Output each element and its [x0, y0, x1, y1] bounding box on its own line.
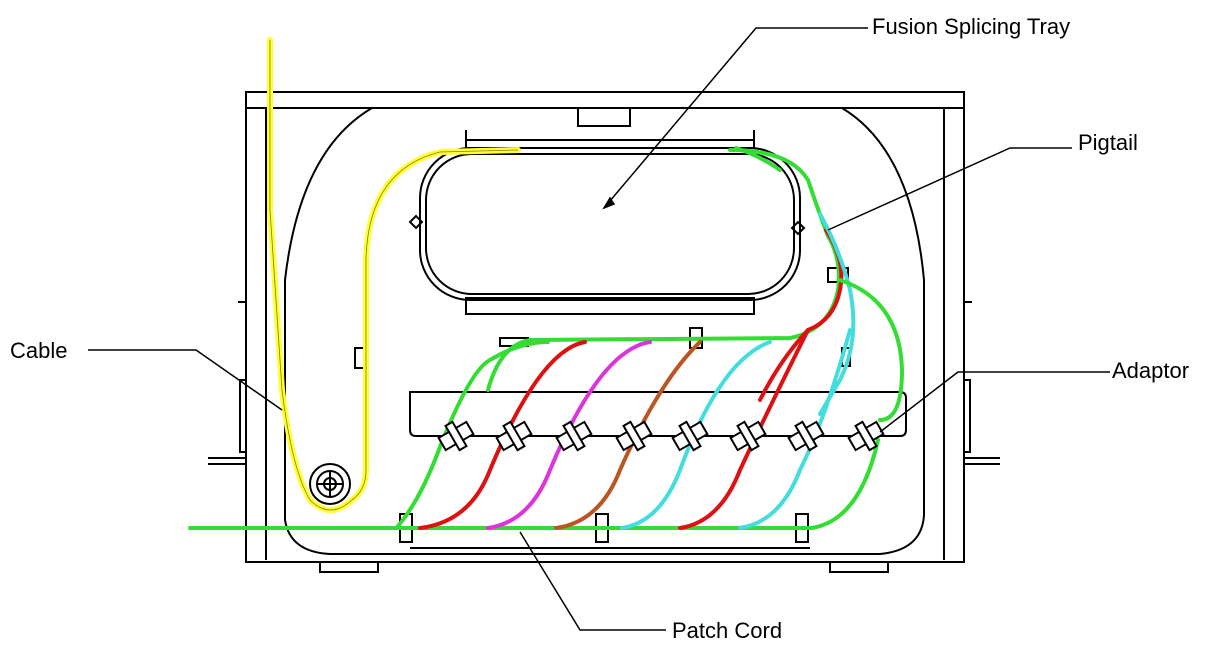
adaptor-4: [615, 420, 653, 452]
fusion-splicing-tray: [408, 130, 806, 347]
patch-cord-2: [418, 340, 587, 530]
label-fusion-splicing-tray: Fusion Splicing Tray: [872, 14, 1070, 39]
adaptor-1: [437, 420, 475, 452]
label-adaptor: Adaptor: [1112, 358, 1189, 383]
leader-adaptor: [879, 371, 1110, 433]
leader-pigtail: [827, 147, 1072, 231]
pigtails: [486, 146, 905, 422]
patch-cord-6: [678, 328, 810, 530]
adaptors: [437, 420, 885, 452]
label-patch-cord: Patch Cord: [672, 618, 782, 643]
leader-lines: [88, 27, 1110, 631]
adaptor-plate: [409, 391, 907, 437]
adaptor-6: [729, 420, 767, 452]
leader-fusion-tray: [603, 27, 868, 209]
adaptor-8: [847, 420, 885, 452]
patch-cords: [188, 328, 880, 530]
patch-cord-4: [554, 340, 702, 530]
patch-cord-5: [620, 340, 772, 530]
adaptor-3: [555, 420, 593, 452]
leader-cable: [88, 349, 283, 411]
label-cable: Cable: [10, 338, 67, 363]
adaptor-2: [495, 420, 533, 452]
adaptor-7: [787, 420, 825, 452]
enclosure: [208, 91, 1000, 573]
cable-spool: [309, 463, 351, 505]
patch-cord-main: [188, 438, 880, 530]
cable-line: [267, 37, 521, 513]
patch-cord-1: [396, 340, 550, 528]
leader-patch-cord: [519, 531, 666, 631]
patch-cord-3: [486, 340, 652, 530]
patch-cord-7: [738, 328, 852, 530]
label-pigtail: Pigtail: [1078, 130, 1138, 155]
adaptor-5: [671, 420, 709, 452]
